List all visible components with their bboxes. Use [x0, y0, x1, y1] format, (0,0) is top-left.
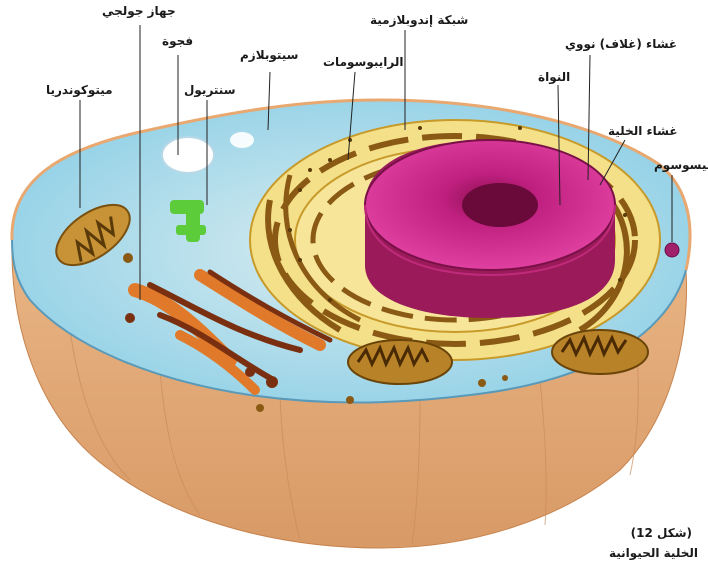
- label-nucleolus: النواة: [538, 70, 570, 84]
- label-golgi: جهاز جولجي: [102, 4, 176, 18]
- label-endoplasmic-reticulum: شبكة إندوبلازمية: [370, 13, 468, 27]
- label-cell-membrane: غشاء الخلية: [608, 124, 678, 138]
- label-centriole: سنتريول: [184, 83, 236, 97]
- nucleolus-body: [462, 183, 538, 227]
- label-lysosome: ليسوسوم: [654, 158, 708, 172]
- label-vacuole: فجوة: [162, 34, 193, 48]
- nucleus: [365, 140, 615, 318]
- label-nuclear-envelope: غشاء (غلاف) نووي: [565, 37, 677, 51]
- figure-number: (شكل 12): [612, 526, 692, 540]
- vacuole: [162, 137, 214, 173]
- mitochondrion-center: [348, 340, 452, 384]
- lysosome: [665, 243, 679, 257]
- label-mitochondria: ميتوكوندريا: [46, 83, 113, 97]
- label-ribosomes: الرايبوسومات: [323, 55, 403, 69]
- mitochondrion-right: [552, 330, 648, 374]
- figure-caption: الخلية الحيوانية: [596, 546, 698, 560]
- label-cytoplasm: سيتوبلازم: [240, 48, 298, 62]
